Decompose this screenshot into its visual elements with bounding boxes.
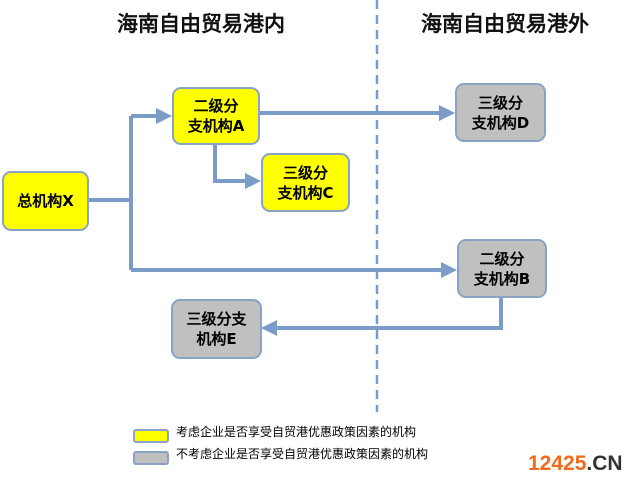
node-branch-e: 三级分支机构E: [171, 299, 262, 359]
title-inside: 海南自由贸易港内: [117, 12, 285, 36]
node-label: 支机构A: [187, 117, 245, 135]
arrow-b-to-e: [261, 297, 503, 336]
node-head-office-x: 总机构X: [2, 171, 89, 231]
legend-swatch-gray: [133, 451, 169, 465]
node-label: 支机构C: [277, 183, 334, 202]
node-branch-b: 二级分支机构B: [457, 239, 547, 298]
watermark-number: 12425: [528, 452, 587, 475]
node-branch-c: 三级分支机构C: [261, 153, 350, 212]
node-label: 二级分: [479, 249, 525, 268]
node-label: 三级分支: [186, 310, 247, 328]
legend-swatch-yellow: [133, 429, 169, 443]
node-label: 机构E: [196, 330, 237, 348]
arrow-a-to-c: [213, 144, 261, 189]
watermark-suffix: .CN: [586, 452, 623, 475]
node-label: 支机构B: [473, 269, 531, 288]
node-branch-a: 二级分支机构A: [172, 87, 260, 145]
node-label: 总机构X: [17, 192, 74, 210]
node-label: 支机构D: [471, 113, 530, 132]
node-branch-d: 三级分支机构D: [455, 83, 546, 142]
legend-label-considered: 考虑企业是否享受自贸港优惠政策因素的机构: [176, 425, 417, 439]
node-label: 三级分: [477, 93, 523, 112]
legend-label-not-considered: 不考虑企业是否享受自贸港优惠政策因素的机构: [176, 447, 429, 461]
node-label: 三级分: [282, 163, 328, 182]
title-outside: 海南自由贸易港外: [421, 12, 589, 36]
watermark: 12425.CN: [528, 452, 623, 476]
node-label: 二级分: [193, 97, 239, 115]
